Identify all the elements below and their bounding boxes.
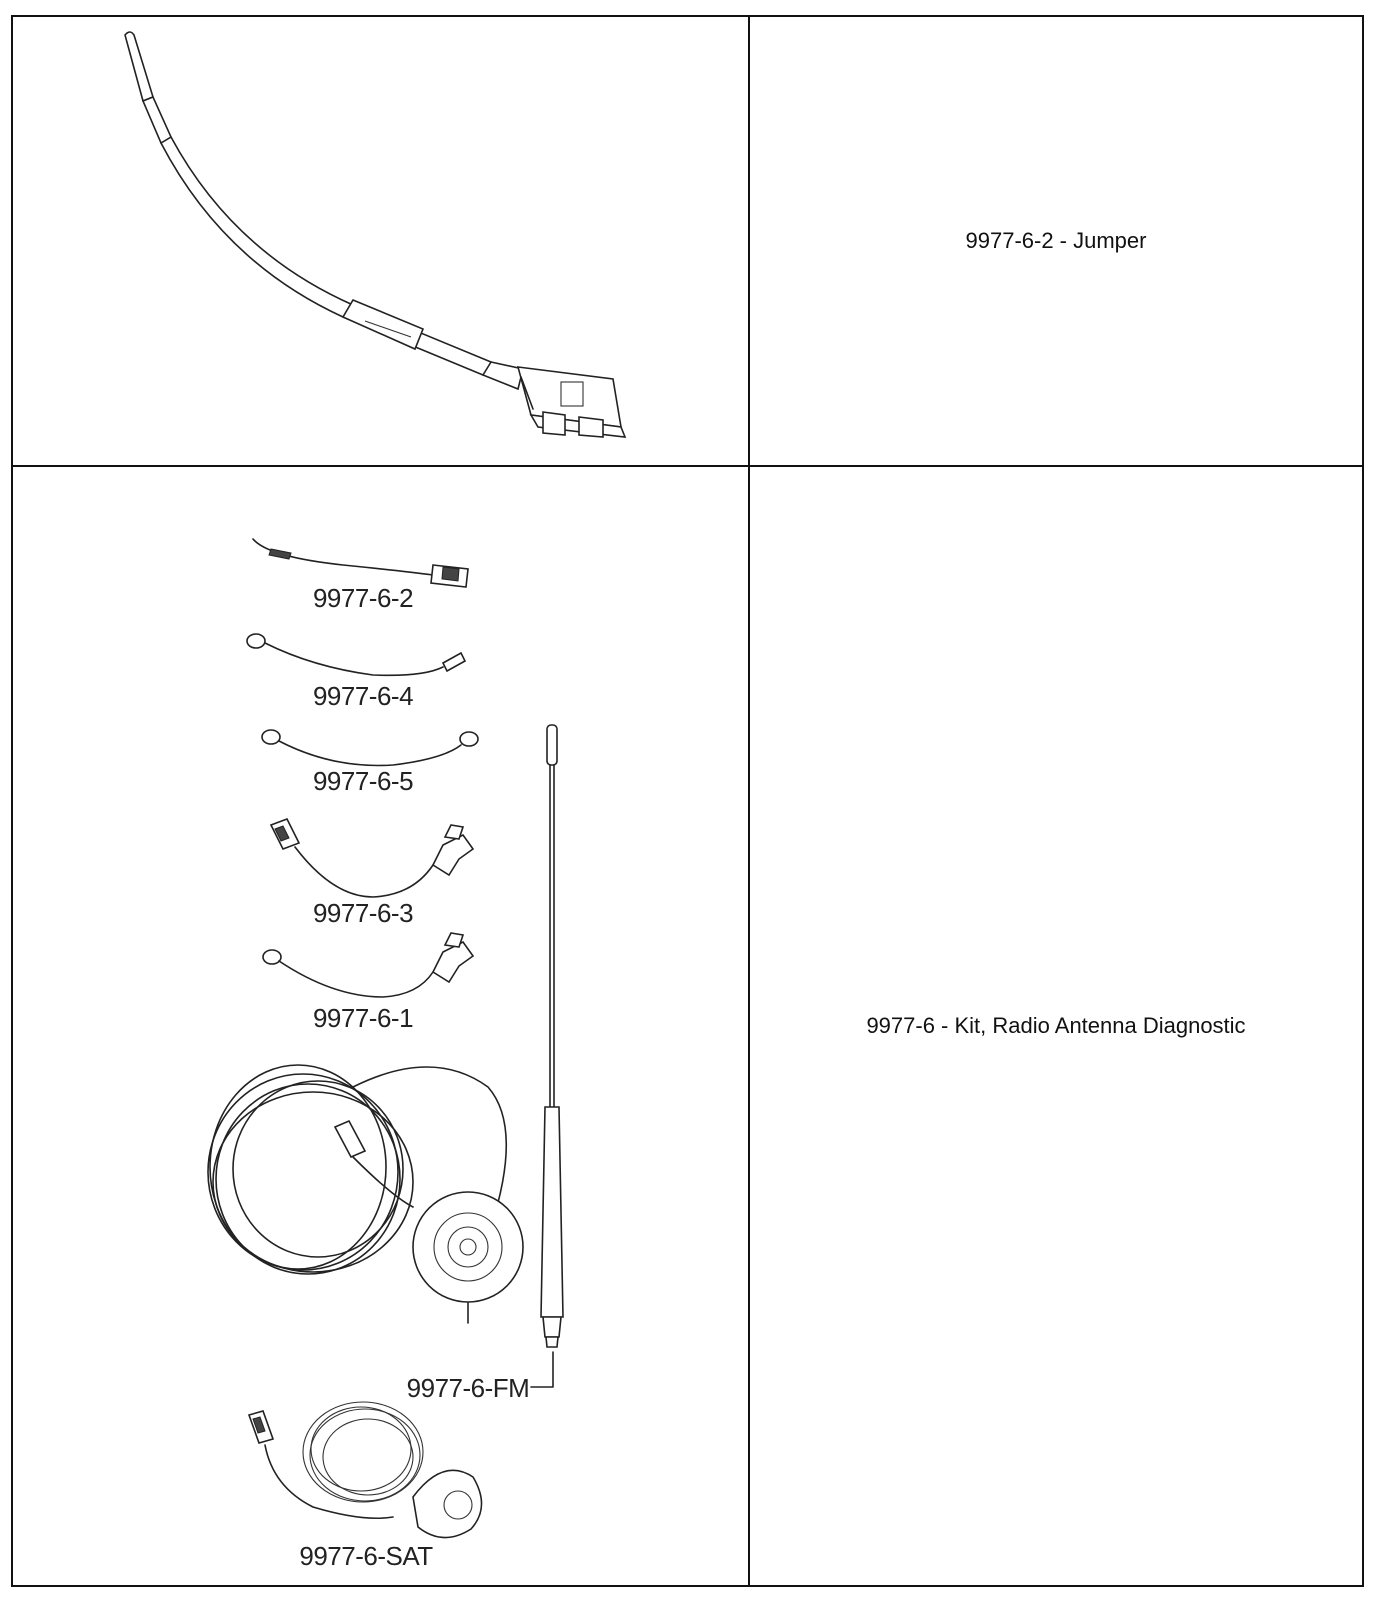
parts-table: 9977-6-2 - Jumper 9977-6-2 (11, 15, 1364, 1587)
cable-9977-6-2 (252, 538, 469, 588)
antenna-diagnostic-kit-illustration: 9977-6-2 9977-6-4 9977-6-5 (207, 538, 564, 1571)
cable-9977-6-1 (262, 932, 475, 998)
label-9977-6-2: 9977-6-2 (313, 583, 413, 613)
label-9977-6-5: 9977-6-5 (313, 766, 413, 796)
fm-leader-mast (530, 1351, 554, 1388)
cable-9977-6-3 (269, 817, 475, 898)
kit-description: 9977-6 - Kit, Radio Antenna Diagnostic (748, 465, 1364, 1587)
cable-sleeve (141, 95, 173, 145)
jumper-image-cell (11, 15, 750, 467)
cable-line-b (170, 136, 492, 363)
table-row: 9977-6-2 - Jumper (11, 15, 1364, 467)
label-9977-6-SAT: 9977-6-SAT (299, 1541, 433, 1571)
connector-collar (481, 361, 524, 391)
kit-image-cell: 9977-6-2 9977-6-4 9977-6-5 (11, 465, 750, 1587)
cable-9977-6-4 (246, 633, 467, 677)
jumper-description: 9977-6-2 - Jumper (748, 15, 1364, 467)
table-row: 9977-6-2 9977-6-4 9977-6-5 (11, 465, 1364, 1587)
label-9977-6-3: 9977-6-3 (313, 898, 413, 928)
fm-antenna-mast (540, 724, 564, 1348)
cable-line-a (160, 142, 484, 376)
label-9977-6-4: 9977-6-4 (313, 681, 413, 711)
sat-antenna (247, 1401, 483, 1539)
cable-9977-6-5 (261, 729, 479, 767)
label-9977-6-FM: 9977-6-FM (407, 1373, 530, 1403)
ferrite-choke (341, 298, 425, 351)
jumper-cable-illustration (124, 31, 627, 438)
cable-tip (124, 31, 154, 103)
fm-coil-and-base (207, 1064, 524, 1303)
parts-sheet: 9977-6-2 - Jumper 9977-6-2 (11, 15, 1364, 1587)
label-9977-6-1: 9977-6-1 (313, 1003, 413, 1033)
